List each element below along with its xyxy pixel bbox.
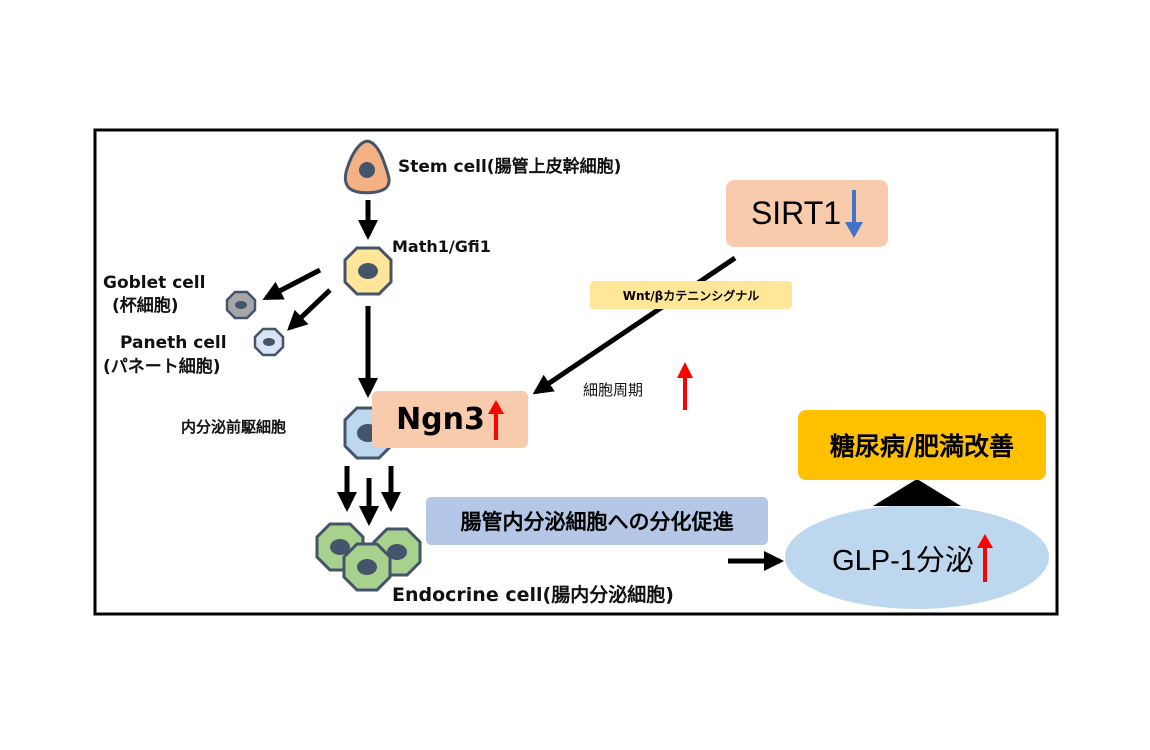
sirt1-box: SIRT1 xyxy=(726,180,888,247)
wnt-signal-box: Wnt/βカテニンシグナル xyxy=(590,281,792,309)
arrow-math1-to-goblet xyxy=(262,267,322,301)
differentiation-label: 腸管内分泌細胞への分化促進 xyxy=(460,510,734,534)
diagram-border xyxy=(93,128,1059,616)
cell-cycle-up-arrow-icon xyxy=(677,362,693,410)
stem-cell-label: Stem cell(腸管上皮幹細胞) xyxy=(398,157,622,177)
red-up-arrow-icon xyxy=(487,399,504,440)
blue-down-arrow-icon xyxy=(845,189,864,238)
paneth-cell-icon xyxy=(253,327,285,357)
glp1-ellipse xyxy=(785,505,1049,609)
wnt-signal-label: Wnt/βカテニンシグナル xyxy=(622,288,760,303)
arrow-math1-to-paneth xyxy=(287,288,332,331)
ngn3-box: Ngn3 xyxy=(372,391,528,448)
cell-cycle-label: 細胞周期 xyxy=(583,381,644,399)
goblet-cell-label: Goblet cell xyxy=(103,273,206,293)
math1-cell-icon xyxy=(343,246,393,296)
goblet-cell-icon xyxy=(225,290,257,320)
ngn3-label: Ngn3 xyxy=(396,402,485,437)
red-up-arrow-icon xyxy=(976,534,993,582)
paneth-cell-label: Paneth cell xyxy=(120,333,227,353)
math1-label: Math1/Gfi1 xyxy=(392,237,491,256)
paneth-cell-jp-label: (パネート細胞) xyxy=(103,357,221,377)
outcome-label: 糖尿病/肥満改善 xyxy=(829,432,1015,461)
arrow-sirt1-to-ngn3 xyxy=(532,255,737,395)
outcome-box: 糖尿病/肥満改善 xyxy=(798,410,1046,480)
goblet-cell-jp-label: (杯細胞) xyxy=(112,296,179,316)
glp1-label: GLP-1分泌 xyxy=(832,545,974,577)
differentiation-box: 腸管内分泌細胞への分化促進 xyxy=(426,497,768,545)
endocrine-precursor-label: 内分泌前駆細胞 xyxy=(181,418,287,436)
glp1-label-group: GLP-1分泌 xyxy=(800,530,1025,586)
endocrine-cell-cluster-icon xyxy=(315,522,422,592)
outcome-connector-triangle xyxy=(873,479,961,506)
endocrine-cell-label: Endocrine cell(腸内分泌細胞) xyxy=(392,584,674,606)
stem-cell-icon xyxy=(343,139,391,195)
sirt1-label: SIRT1 xyxy=(750,195,842,231)
